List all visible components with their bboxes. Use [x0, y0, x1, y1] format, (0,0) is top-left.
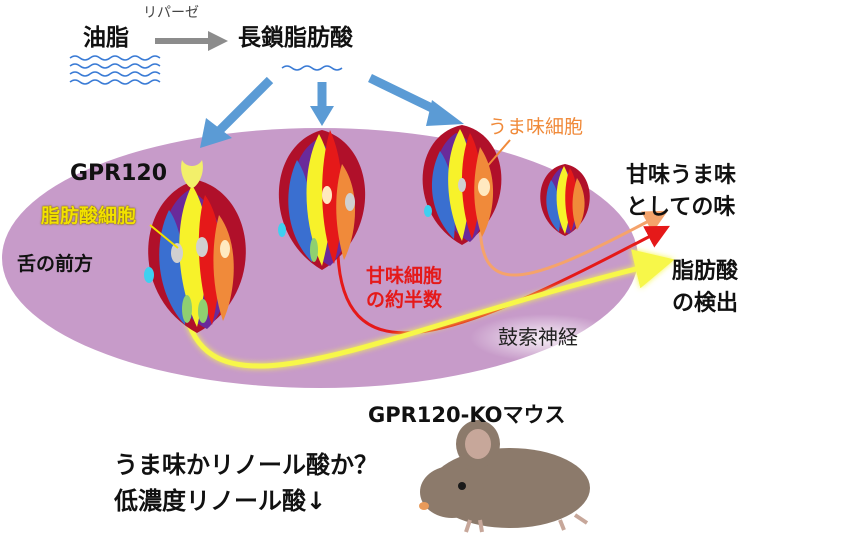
umami-cell-label: うま味細胞 — [488, 116, 584, 138]
question-line1: うま味かリノール酸か？ — [114, 451, 378, 479]
question-text: うま味かリノール酸か？ 低濃度リノール酸↓ — [114, 447, 378, 519]
lcfa-wave-icon — [281, 65, 343, 71]
long-chain-fatty-acid-label: 長鎖脂肪酸 — [238, 25, 353, 51]
oil-label: 油脂 — [83, 25, 129, 51]
tongue-front-label: 舌の前方 — [17, 253, 94, 275]
umami-signal-path — [478, 210, 668, 277]
taste-bud-3 — [422, 125, 502, 245]
oil-waves-icon — [69, 55, 161, 85]
sweet-cell-label-line1: 甘味細胞 — [366, 265, 443, 287]
question-line2: 低濃度リノール酸↓ — [114, 487, 327, 515]
fatty-acid-cell-pointer — [149, 224, 179, 249]
fatty-acid-cell-label: 脂肪酸細胞 — [41, 205, 137, 227]
chorda-tympani-label: 鼓索神経 — [498, 325, 578, 349]
sweet-umami-taste-line1: 甘味うま味 — [626, 163, 737, 188]
taste-bud-1 — [144, 180, 246, 333]
fatty-acid-detection-line2: の検出 — [672, 290, 739, 316]
taste-bud-2 — [278, 130, 366, 270]
lipase-label: リパーゼ — [143, 5, 199, 21]
umami-cell-pointer — [483, 139, 511, 171]
lcfa-blue-arrows — [200, 73, 464, 148]
sweet-cell-label-line2: の約半数 — [366, 288, 443, 311]
gpr120-receptor-icon — [181, 160, 203, 188]
ko-mouse-label: GPR120-KOマウス — [368, 403, 566, 427]
lipase-arrow-head — [208, 31, 228, 51]
sweet-umami-taste-line2: としての味 — [626, 194, 736, 220]
fatty-acid-detection-label: 脂肪酸 の検出 — [672, 256, 738, 320]
fatty-acid-detection-line1: 脂肪酸 — [672, 259, 739, 284]
ko-mouse-icon — [419, 420, 590, 533]
fatty-acid-signal-path — [182, 249, 675, 369]
sweet-cell-label: 甘味細胞 の約半数 — [366, 265, 442, 313]
gpr120-label: GPR120 — [70, 161, 168, 186]
taste-bud-4 — [540, 164, 590, 236]
sweet-umami-taste-label: 甘味うま味 としての味 — [626, 160, 736, 224]
nerve-glow — [470, 314, 620, 362]
